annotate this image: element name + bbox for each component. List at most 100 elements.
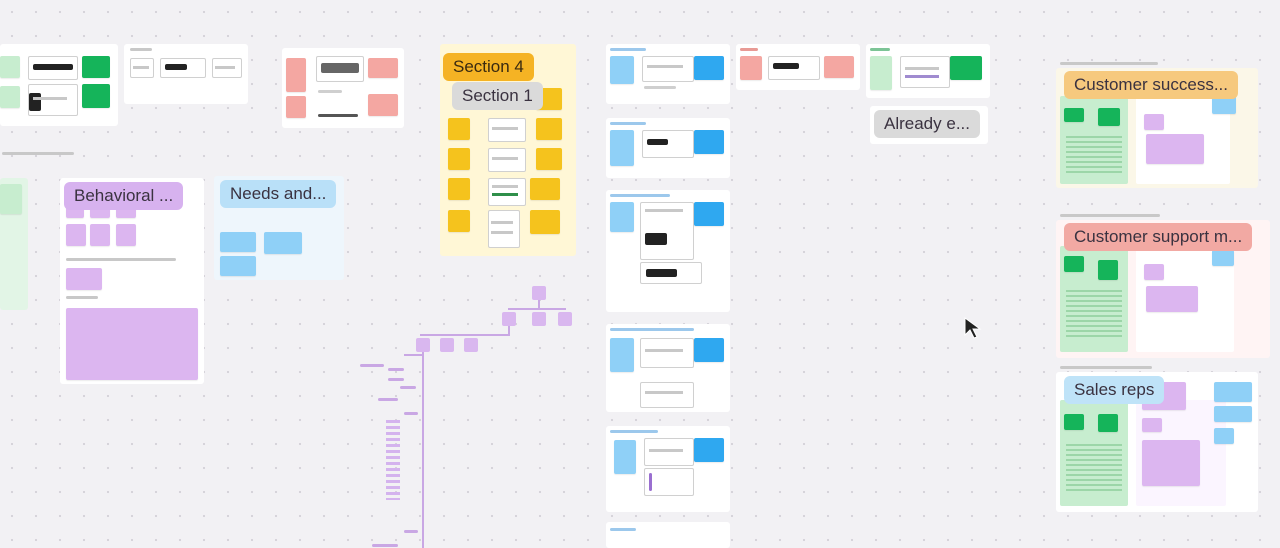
sticky-note[interactable] bbox=[694, 438, 724, 462]
tree-node[interactable] bbox=[440, 338, 454, 352]
behavioral-label[interactable]: Behavioral ... bbox=[64, 182, 184, 210]
board-section-blue-4[interactable] bbox=[606, 324, 730, 412]
tree-leaf[interactable] bbox=[378, 398, 398, 401]
sticky-note[interactable] bbox=[536, 118, 562, 140]
screenshot-thumbnail[interactable] bbox=[900, 56, 950, 88]
screenshot-thumbnail[interactable] bbox=[644, 468, 694, 496]
screenshot-thumbnail[interactable] bbox=[640, 382, 694, 408]
sticky-note[interactable] bbox=[1212, 96, 1236, 114]
board-section-blue-6[interactable] bbox=[606, 522, 730, 548]
sticky-note[interactable] bbox=[1214, 382, 1252, 402]
sticky-note[interactable] bbox=[448, 210, 470, 232]
tree-node[interactable] bbox=[502, 312, 516, 326]
sticky-note[interactable] bbox=[870, 56, 892, 90]
tree-node[interactable] bbox=[532, 312, 546, 326]
sticky-note[interactable] bbox=[610, 338, 634, 372]
sticky-note[interactable] bbox=[90, 224, 110, 246]
board-section-green-2[interactable] bbox=[866, 44, 990, 98]
sticky-note[interactable] bbox=[0, 86, 20, 108]
sticky-note[interactable] bbox=[740, 56, 762, 80]
sticky-note[interactable] bbox=[610, 202, 634, 232]
sticky-note[interactable] bbox=[1098, 260, 1118, 280]
sticky-note[interactable] bbox=[1146, 286, 1198, 312]
sticky-note[interactable] bbox=[448, 148, 470, 170]
tree-leaf[interactable] bbox=[404, 530, 418, 533]
tree-leaf[interactable] bbox=[388, 378, 404, 381]
sticky-note[interactable] bbox=[448, 118, 470, 140]
sticky-note[interactable] bbox=[264, 232, 302, 254]
sticky-note[interactable] bbox=[694, 338, 724, 362]
customer-support-label[interactable]: Customer support m... bbox=[1064, 223, 1253, 251]
screenshot-thumbnail[interactable] bbox=[642, 56, 694, 82]
sticky-note[interactable] bbox=[448, 178, 470, 200]
screenshot-thumbnail[interactable] bbox=[28, 56, 78, 80]
sticky-note[interactable] bbox=[368, 94, 398, 116]
screenshot-thumbnail[interactable] bbox=[642, 130, 694, 158]
sticky-note[interactable] bbox=[82, 56, 110, 78]
sticky-note[interactable] bbox=[1144, 114, 1164, 130]
tree-leaf[interactable] bbox=[400, 386, 416, 389]
screenshot-thumbnail[interactable] bbox=[28, 84, 78, 116]
board-section-blue-3[interactable] bbox=[606, 190, 730, 312]
sticky-note[interactable] bbox=[368, 58, 398, 78]
sticky-note[interactable] bbox=[694, 56, 724, 80]
board-section-top-red[interactable] bbox=[282, 48, 404, 128]
section-4-label[interactable]: Section 4 bbox=[443, 53, 534, 81]
sticky-note[interactable] bbox=[220, 232, 256, 252]
sticky-note[interactable] bbox=[66, 268, 102, 290]
board-section-top-mid-left[interactable] bbox=[124, 44, 248, 104]
sticky-note[interactable] bbox=[536, 148, 562, 170]
board-section-top-left[interactable] bbox=[0, 44, 118, 126]
customer-success-label[interactable]: Customer success... bbox=[1064, 71, 1238, 99]
sticky-note[interactable] bbox=[1146, 134, 1204, 164]
sticky-note[interactable] bbox=[950, 56, 982, 80]
sticky-note[interactable] bbox=[1142, 440, 1200, 486]
screenshot-thumbnail[interactable] bbox=[316, 56, 364, 82]
screenshot-thumbnail[interactable] bbox=[488, 178, 526, 206]
tree-leaf[interactable] bbox=[360, 364, 384, 367]
tree-node[interactable] bbox=[558, 312, 572, 326]
sticky-note[interactable] bbox=[1214, 428, 1234, 444]
board-section-blue-2[interactable] bbox=[606, 118, 730, 178]
board-section-behavioral[interactable] bbox=[60, 178, 204, 384]
tree-node[interactable] bbox=[416, 338, 430, 352]
tree-node[interactable] bbox=[532, 286, 546, 300]
sticky-note[interactable] bbox=[0, 56, 20, 78]
tree-leaf[interactable] bbox=[388, 368, 404, 371]
sticky-note[interactable] bbox=[1214, 406, 1252, 422]
screenshot-thumbnail[interactable] bbox=[640, 262, 702, 284]
sticky-note[interactable] bbox=[82, 84, 110, 108]
sticky-note[interactable] bbox=[694, 202, 724, 226]
screenshot-thumbnail[interactable] bbox=[640, 202, 694, 260]
tree-leaf-stack[interactable] bbox=[386, 420, 400, 500]
screenshot-thumbnail[interactable] bbox=[640, 338, 694, 368]
tree-node[interactable] bbox=[464, 338, 478, 352]
sticky-note[interactable] bbox=[116, 224, 136, 246]
sticky-note[interactable] bbox=[610, 56, 634, 84]
sticky-note[interactable] bbox=[1212, 250, 1234, 266]
board-section-left-green[interactable] bbox=[0, 178, 28, 310]
sticky-note[interactable] bbox=[1098, 108, 1120, 126]
sticky-note[interactable] bbox=[286, 96, 306, 118]
sticky-note[interactable] bbox=[286, 58, 306, 92]
sticky-note[interactable] bbox=[1142, 418, 1162, 432]
sticky-note[interactable] bbox=[824, 56, 854, 78]
section-1-label[interactable]: Section 1 bbox=[452, 82, 543, 110]
screenshot-thumbnail[interactable] bbox=[212, 58, 242, 78]
sticky-note[interactable] bbox=[1064, 414, 1084, 430]
sticky-note[interactable] bbox=[1064, 108, 1084, 122]
sticky-note[interactable] bbox=[1098, 414, 1118, 432]
screenshot-thumbnail[interactable] bbox=[488, 118, 526, 142]
sticky-note[interactable] bbox=[694, 130, 724, 154]
sticky-note[interactable] bbox=[0, 184, 22, 214]
screenshot-thumbnail[interactable] bbox=[160, 58, 206, 78]
needs-label[interactable]: Needs and... bbox=[220, 180, 337, 208]
screenshot-thumbnail[interactable] bbox=[488, 210, 520, 248]
screenshot-thumbnail[interactable] bbox=[644, 438, 694, 466]
already-label[interactable]: Already e... bbox=[874, 110, 980, 138]
sticky-note[interactable] bbox=[530, 210, 560, 234]
sticky-note[interactable] bbox=[614, 440, 636, 474]
sticky-note[interactable] bbox=[1144, 264, 1164, 280]
sticky-note[interactable] bbox=[610, 130, 634, 166]
sticky-note[interactable] bbox=[66, 308, 198, 380]
